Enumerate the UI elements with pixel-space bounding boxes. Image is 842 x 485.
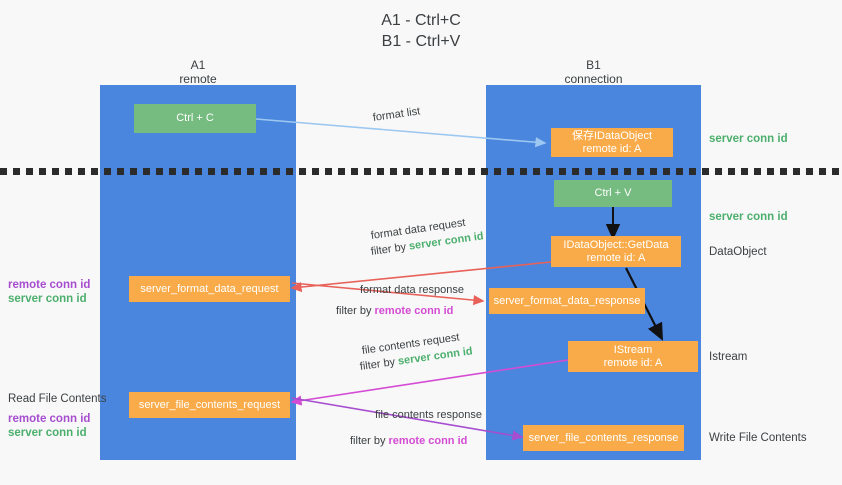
- node-ctrl-v[interactable]: Ctrl + V: [554, 180, 672, 207]
- annotation-server-conn-id-mid: server conn id: [709, 211, 788, 223]
- annotation-conn-ids-format: remote conn id server conn id: [8, 278, 90, 306]
- column-header-b1-name: B1: [586, 58, 601, 72]
- node-istream-line1: IStream: [613, 343, 653, 356]
- annotation-conn-ids-file: remote conn id server conn id: [8, 412, 90, 440]
- edge-label-format-data-response-filter-prefix: filter by: [336, 305, 375, 317]
- column-header-a1-name: A1: [190, 58, 206, 72]
- node-idataobject-getdata-line1: IDataObject::GetData: [563, 238, 669, 251]
- node-server-format-data-request-label: server_format_data_request: [140, 282, 279, 295]
- annotation-write-file-contents: Write File Contents: [709, 432, 807, 444]
- edge-label-format-data-response-filter: filter by remote conn id: [336, 304, 453, 319]
- column-header-a1-sub: remote: [179, 72, 217, 86]
- node-ctrl-c-label: Ctrl + C: [176, 112, 214, 124]
- annotation-remote-conn-id-2: remote conn id: [8, 413, 91, 425]
- edge-label-file-contents-response-filter-prefix: filter by: [350, 435, 389, 447]
- phase-divider: [0, 168, 842, 175]
- node-server-file-contents-request[interactable]: server_file_contents_request: [129, 392, 290, 418]
- edge-label-format-list: format list: [372, 105, 421, 124]
- node-istream[interactable]: IStream remote id: A: [568, 341, 698, 372]
- node-server-format-data-response[interactable]: server_format_data_response: [489, 288, 645, 314]
- node-save-idataobject-line2: remote id: A: [582, 142, 642, 155]
- node-idataobject-getdata-line2: remote id: A: [586, 251, 646, 264]
- edge-label-format-data-request-filter-prefix: filter by: [370, 240, 410, 258]
- column-header-a1: A1 remote: [100, 58, 296, 86]
- node-save-idataobject-line1: 保存IDataObject: [571, 129, 653, 142]
- annotation-istream: Istream: [709, 351, 748, 363]
- annotation-remote-conn-id-1: remote conn id: [8, 279, 91, 291]
- column-header-b1: B1 connection: [486, 58, 701, 86]
- annotation-read-file-contents: Read File Contents: [8, 393, 107, 405]
- annotation-server-conn-id-top: server conn id: [709, 133, 788, 145]
- node-server-format-data-request[interactable]: server_format_data_request: [129, 276, 290, 302]
- node-ctrl-v-label: Ctrl + V: [594, 187, 632, 199]
- node-server-file-contents-request-label: server_file_contents_request: [138, 398, 281, 411]
- node-server-format-data-response-label: server_format_data_response: [493, 294, 641, 307]
- edge-label-file-contents-response: file contents response: [375, 409, 483, 421]
- annotation-server-conn-id-2: server conn id: [8, 427, 87, 439]
- edge-label-file-contents-response-filter-value: remote conn id: [388, 435, 468, 447]
- node-save-idataobject[interactable]: 保存IDataObject remote id: A: [551, 128, 673, 157]
- column-header-b1-sub: connection: [564, 72, 623, 86]
- annotation-server-conn-id-1: server conn id: [8, 293, 87, 305]
- node-server-file-contents-response[interactable]: server_file_contents_response: [523, 425, 684, 451]
- node-ctrl-c[interactable]: Ctrl + C: [134, 104, 256, 133]
- node-idataobject-getdata[interactable]: IDataObject::GetData remote id: A: [551, 236, 681, 267]
- edge-label-format-data-response-filter-value: remote conn id: [374, 305, 454, 317]
- annotation-dataobject: DataObject: [709, 246, 767, 258]
- edge-label-file-contents-response-filter: filter by remote conn id: [350, 434, 467, 449]
- diagram-title: A1 - Ctrl+C B1 - Ctrl+V: [381, 12, 461, 50]
- edge-label-format-data-response: format data response: [360, 284, 464, 296]
- edge-label-file-contents-request-filter-prefix: filter by: [359, 355, 399, 373]
- node-server-file-contents-response-label: server_file_contents_response: [528, 431, 679, 444]
- node-istream-line2: remote id: A: [603, 356, 663, 369]
